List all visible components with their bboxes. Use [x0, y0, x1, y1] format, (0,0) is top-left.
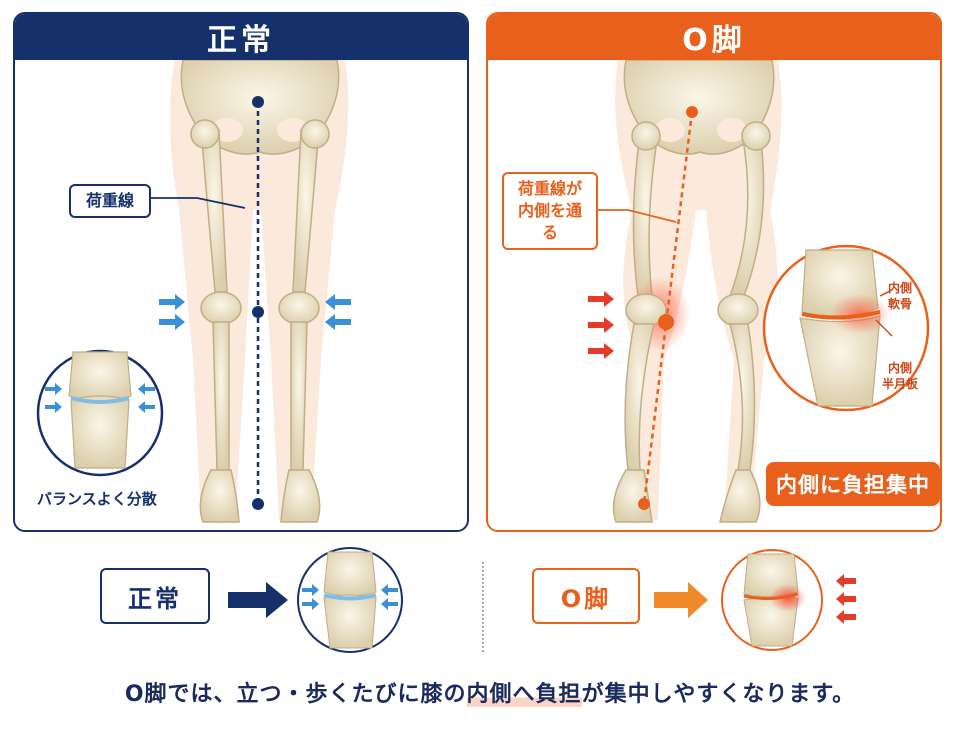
summary-before: O脚では、立つ・歩くたびに膝の	[124, 682, 467, 707]
normal-legs-illustration	[36, 60, 351, 523]
arrow-right-icon	[588, 291, 614, 307]
arrow-right-icon	[45, 401, 62, 413]
normal-load-point-hip	[252, 96, 264, 108]
oleg-meniscus-leader	[875, 319, 893, 337]
oleg-femoral-head-left	[631, 121, 661, 151]
normal-panel: 正常	[13, 12, 469, 532]
oleg-knee-right	[717, 293, 759, 327]
comparison-oleg-label: O脚	[532, 568, 640, 624]
normal-pressure-arrows-right	[325, 294, 351, 330]
arrow-right-icon	[159, 314, 185, 330]
oleg-cartilage-label-line1: 内側	[888, 281, 913, 295]
arrow-left-icon	[381, 598, 398, 610]
oleg-meniscus-label-line1: 内側	[888, 361, 913, 375]
oleg-medial-load-badge: 内側に負担集中	[766, 462, 940, 506]
summary-text: O脚では、立つ・歩くたびに膝の内側へ負担が集中しやすくなります。	[0, 676, 980, 708]
oleg-leg-silhouette	[615, 60, 782, 520]
arrow-left-icon	[381, 584, 398, 596]
oleg-foot-right	[719, 469, 761, 523]
thick-arrow-right-icon	[654, 582, 708, 618]
summary-highlight: 内側へ負担	[466, 682, 582, 707]
oleg-meniscus-label: 内側 半月板	[882, 360, 918, 392]
oleg-panel-body: 荷重線が 内側を通る 内側 軟骨 内側 半月板 内側に負担集中	[488, 60, 940, 530]
oleg-load-point-knee	[658, 314, 674, 330]
arrow-right-icon	[302, 598, 319, 610]
arrow-left-icon	[836, 574, 856, 588]
oleg-zoom-cartilage	[801, 310, 881, 320]
comparison-normal-knee	[297, 547, 403, 653]
oleg-load-point-hip	[686, 106, 698, 118]
oleg-panel: O脚	[486, 12, 942, 532]
normal-femoral-head-right	[300, 119, 330, 149]
summary-after: が集中しやすくなります。	[581, 682, 856, 707]
normal-pressure-arrows-left	[159, 294, 185, 330]
normal-foot-left	[199, 469, 240, 523]
normal-foot-right	[280, 469, 321, 523]
oleg-callout-leader	[596, 209, 677, 223]
oleg-legs-illustration	[588, 60, 930, 523]
normal-panel-body: 荷重線 バランスよく分散	[15, 60, 467, 530]
oleg-load-line	[642, 111, 694, 505]
normal-load-point-knee	[252, 306, 264, 318]
comparison-normal-tibia	[323, 594, 377, 649]
arrow-right-icon	[588, 317, 614, 333]
arrow-left-icon	[836, 610, 856, 624]
arrow-left-icon	[325, 314, 351, 330]
arrow-left-icon	[325, 294, 351, 310]
comparison-oleg-knee	[721, 549, 823, 651]
oleg-callout-line1: 荷重線が	[517, 179, 582, 198]
normal-zoom-femur	[68, 351, 132, 402]
normal-knee-right	[278, 291, 320, 325]
arrow-left-icon	[836, 592, 856, 606]
comparison-divider	[482, 562, 484, 652]
oleg-pressure-arrows	[588, 291, 614, 359]
normal-load-point-ankle	[252, 498, 264, 510]
oleg-cartilage-leader	[879, 289, 893, 297]
arrow-right-icon	[45, 383, 62, 395]
oleg-panel-title: O脚	[488, 14, 940, 60]
oleg-meniscus-label-line2: 半月板	[882, 377, 919, 391]
normal-zoom-tibia	[70, 395, 130, 469]
comparison-illustrations	[228, 547, 856, 653]
arrow-right-icon	[159, 294, 185, 310]
arrow-left-icon	[138, 383, 155, 395]
oleg-cartilage-label: 内側 軟骨	[888, 280, 912, 312]
oleg-callout-line2: 内側を通る	[517, 201, 582, 242]
comparison-normal-femur	[323, 551, 377, 597]
arrow-right-icon	[302, 584, 319, 596]
normal-panel-title: 正常	[15, 14, 467, 60]
comparison-oleg-arrows	[836, 574, 856, 624]
normal-balance-caption: バランスよく分散	[37, 490, 157, 508]
comparison-normal-cartilage	[323, 593, 377, 601]
oleg-hip-socket-right	[717, 118, 747, 142]
normal-zoom-cartilage	[70, 396, 130, 404]
thick-arrow-right-icon	[228, 582, 288, 618]
arrow-left-icon	[138, 401, 155, 413]
arrow-right-icon	[588, 343, 614, 359]
oleg-femoral-head-right	[741, 121, 771, 151]
normal-callout-leader	[151, 197, 246, 209]
oleg-cartilage-label-line2: 軟骨	[888, 297, 913, 311]
normal-femoral-head-left	[190, 119, 220, 149]
comparison-normal-label: 正常	[100, 568, 210, 624]
oleg-hip-socket-left	[655, 118, 685, 142]
normal-knee-left	[200, 291, 242, 325]
oleg-knee-zoom	[762, 244, 930, 412]
oleg-load-point-ankle	[638, 498, 650, 510]
comparison-oleg-cartilage	[743, 592, 799, 601]
oleg-load-line-callout: 荷重線が 内側を通る	[502, 172, 598, 250]
normal-knee-zoom	[36, 349, 164, 477]
normal-load-line-callout: 荷重線	[69, 184, 151, 218]
